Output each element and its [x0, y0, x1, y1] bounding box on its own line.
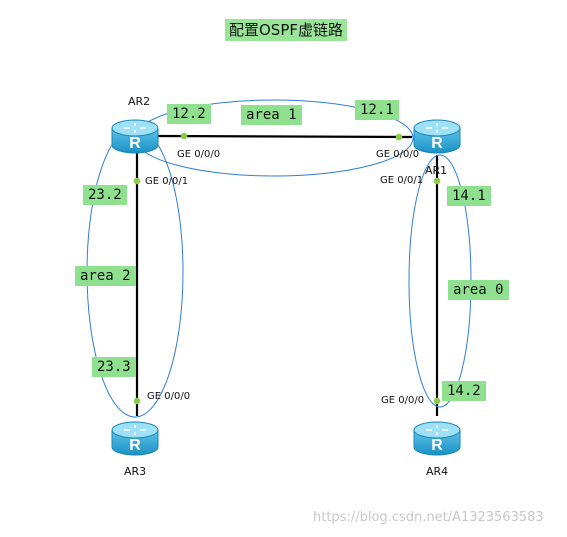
router-icon-letter: R	[431, 135, 443, 152]
router-ar3[interactable]: R	[111, 421, 159, 456]
addr-ar2-area2: 23.2	[83, 185, 127, 205]
area-2-label: area 2	[75, 266, 136, 286]
port-dot-ar2-g1	[133, 177, 141, 185]
port-label-ar1-g1: GE 0/0/1	[380, 175, 424, 186]
router-ar4[interactable]: R	[413, 421, 461, 456]
port-dot-ar4-g0	[433, 397, 441, 405]
addr-ar2-area1: 12.2	[167, 104, 211, 124]
port-label-ar2-g0: GE 0/0/0	[177, 149, 221, 160]
addr-ar3-area2: 23.3	[92, 357, 136, 377]
port-label-ar2-g1: GE 0/0/1	[145, 176, 189, 187]
link-ar2-ar1	[156, 134, 413, 139]
port-dot-ar3-g0	[133, 397, 141, 405]
router-icon-letter: R	[129, 437, 141, 454]
port-dot-ar1-g1	[433, 177, 441, 185]
addr-ar1-area1: 12.1	[355, 100, 399, 120]
router-ar1[interactable]: R	[413, 119, 461, 154]
port-label-ar1-g0: GE 0/0/0	[376, 149, 420, 160]
area-1-label: area 1	[241, 105, 302, 125]
router-ar2[interactable]: R	[111, 119, 159, 154]
router-icon-letter: R	[431, 437, 443, 454]
addr-ar4-area0: 14.2	[442, 381, 486, 401]
router-label-ar2: AR2	[128, 95, 151, 108]
area-0-label: area 0	[448, 280, 509, 300]
port-label-ar3-g0: GE 0/0/0	[147, 391, 191, 402]
diagram-title: 配置OSPF虚链路	[225, 19, 348, 41]
port-dot-ar1-g0	[395, 133, 403, 141]
port-label-ar4-g0: GE 0/0/0	[381, 395, 425, 406]
router-label-ar1: AR1	[425, 164, 448, 177]
router-label-ar3: AR3	[124, 465, 147, 478]
watermark: https://blog.csdn.net/A1323563583	[313, 510, 544, 525]
addr-ar1-area0: 14.1	[447, 186, 491, 206]
router-label-ar4: AR4	[426, 465, 449, 478]
port-dot-ar2-g0	[180, 132, 188, 140]
router-icon-letter: R	[129, 135, 141, 152]
